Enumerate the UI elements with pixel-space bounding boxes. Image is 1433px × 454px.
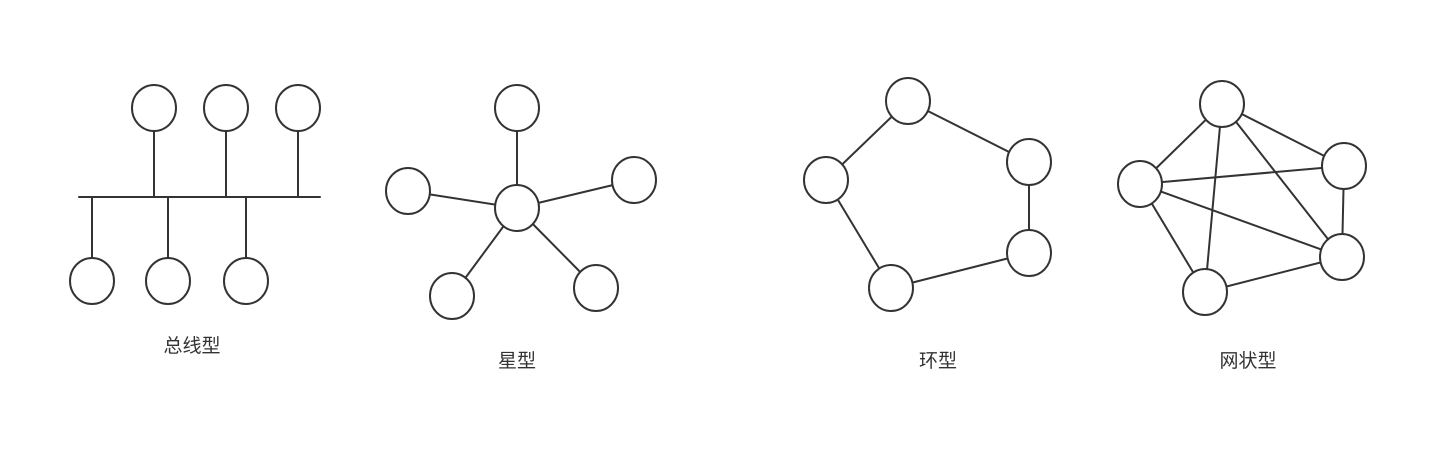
- bus-node: [275, 84, 321, 132]
- mesh-link: [1204, 103, 1223, 293]
- bus-topology-label: 总线型: [163, 335, 221, 357]
- bus-node: [69, 257, 115, 305]
- ring-node: [1006, 138, 1052, 186]
- bus-node: [223, 257, 269, 305]
- ring-topology: [803, 77, 1052, 312]
- mesh-node: [1117, 160, 1163, 208]
- star-leaf-node: [611, 156, 657, 204]
- bus-node: [131, 84, 177, 132]
- mesh-node: [1199, 80, 1245, 128]
- mesh-link: [1139, 165, 1345, 185]
- bus-node: [145, 257, 191, 305]
- star-hub-node: [494, 184, 540, 232]
- mesh-link: [1204, 256, 1343, 293]
- bus-topology: [69, 84, 321, 305]
- mesh-link: [1139, 183, 1343, 258]
- ring-topology-label: 环型: [918, 350, 958, 372]
- mesh-node: [1321, 142, 1367, 190]
- ring-node: [868, 264, 914, 312]
- mesh-node: [1182, 268, 1228, 316]
- mesh-node: [1319, 233, 1365, 281]
- star-topology: [385, 84, 657, 320]
- ring-node: [803, 156, 849, 204]
- star-leaf-node: [573, 264, 619, 312]
- ring-link: [890, 252, 1030, 289]
- star-topology-label: 星型: [497, 350, 537, 372]
- star-leaf-node: [494, 84, 540, 132]
- mesh-topology-label: 网状型: [1219, 350, 1277, 372]
- star-leaf-node: [429, 272, 475, 320]
- mesh-link: [1221, 103, 1343, 258]
- ring-node: [1006, 229, 1052, 277]
- bus-node: [203, 84, 249, 132]
- ring-node: [885, 77, 931, 125]
- star-leaf-node: [385, 167, 431, 215]
- mesh-topology: [1117, 80, 1367, 316]
